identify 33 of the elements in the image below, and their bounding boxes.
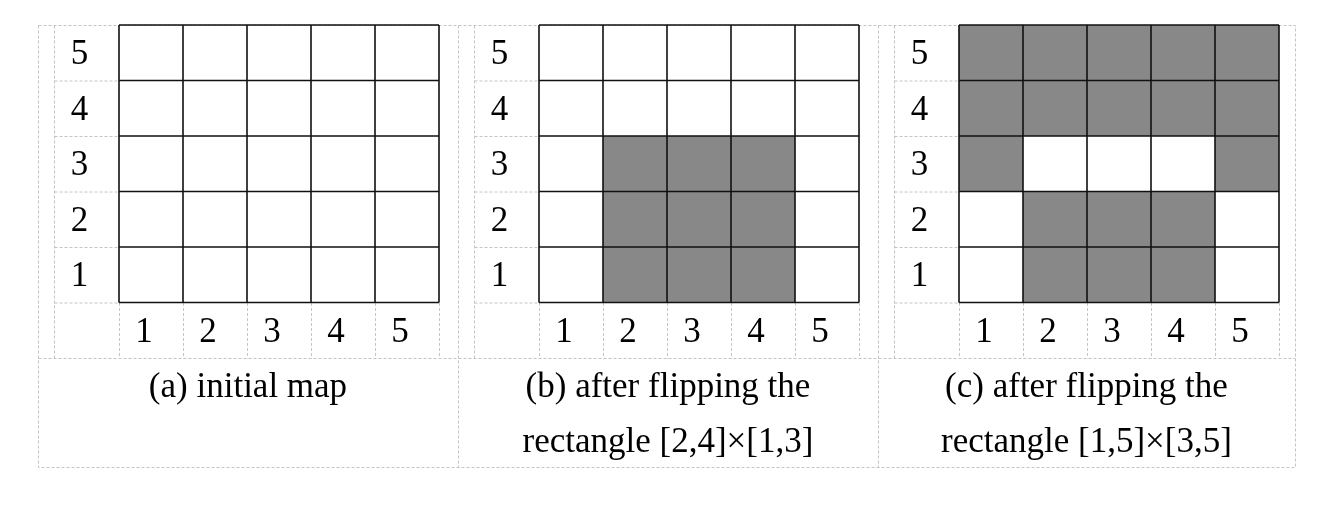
figure-caption: (a) initial map <box>148 366 348 405</box>
column-label: 3 <box>1103 310 1121 350</box>
column-label: 1 <box>555 310 573 350</box>
row-label: 3 <box>910 144 929 183</box>
row-label: 2 <box>910 199 929 239</box>
column-label: 2 <box>199 310 217 350</box>
row-label: 1 <box>910 255 929 294</box>
column-label: 2 <box>1039 310 1057 350</box>
row-label: 5 <box>490 33 509 72</box>
row-label: 2 <box>490 199 509 239</box>
row-label: 2 <box>70 199 89 239</box>
column-label: 3 <box>263 310 281 350</box>
row-label: 4 <box>910 88 929 128</box>
column-label: 5 <box>811 310 829 350</box>
column-label: 5 <box>1231 310 1249 350</box>
column-label: 2 <box>619 310 637 350</box>
row-label: 4 <box>70 88 89 128</box>
row-label: 5 <box>910 33 929 72</box>
figure-caption: (b) after flipping the rectangle [2,4]×[1,3] <box>522 366 814 460</box>
row-label: 5 <box>70 33 89 72</box>
column-label: 3 <box>683 310 701 350</box>
column-label: 5 <box>391 310 409 350</box>
row-label: 3 <box>490 144 509 183</box>
row-label: 1 <box>490 255 509 294</box>
row-label: 1 <box>70 255 89 294</box>
column-label: 4 <box>327 310 345 350</box>
figure-caption: (c) after flipping the rectangle [1,5]×[3,5] <box>941 366 1232 460</box>
row-label: 3 <box>70 144 89 183</box>
row-label: 4 <box>490 88 509 128</box>
column-label: 4 <box>747 310 765 350</box>
column-label: 4 <box>1167 310 1185 350</box>
column-label: 1 <box>135 310 153 350</box>
column-label: 1 <box>975 310 993 350</box>
